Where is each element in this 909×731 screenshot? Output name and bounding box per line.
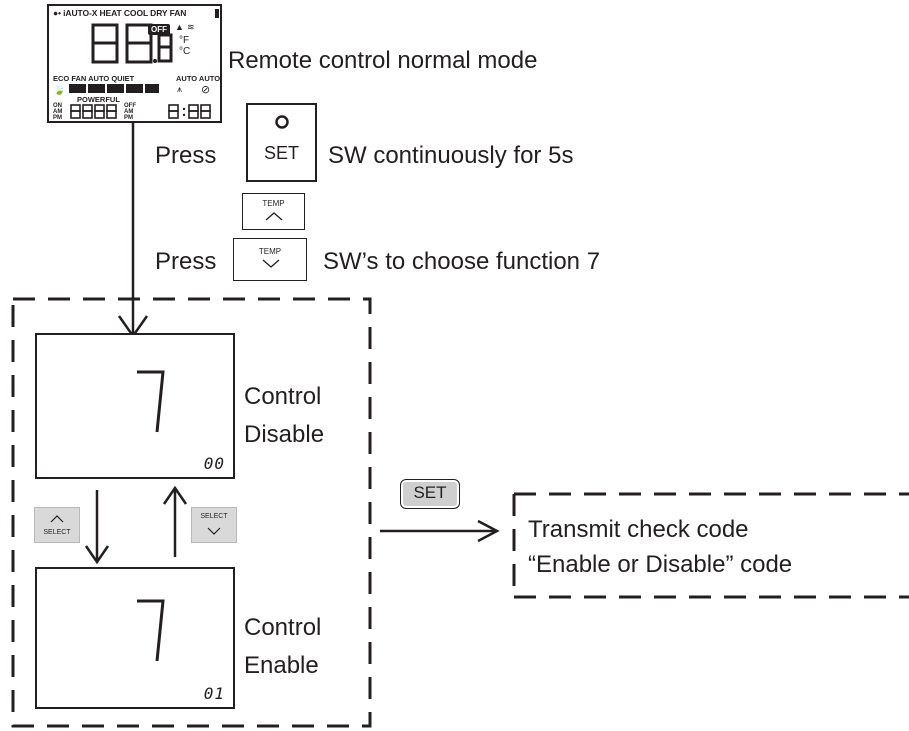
select-down-label: SELECT <box>200 513 228 520</box>
select-up-button[interactable]: SELECT <box>34 507 80 543</box>
step2-text: SW’s to choose function 7 <box>323 248 601 275</box>
powerful-label: POWERFUL <box>77 95 120 104</box>
transmit-line-2: “Enable or Disable” code <box>528 551 793 578</box>
remote-mode-label: Remote control normal mode <box>228 47 538 74</box>
louver-icon: ⩚ <box>177 84 183 94</box>
temp-down-label: TEMP <box>258 247 282 256</box>
timer-digits <box>70 104 211 119</box>
unit-c: °C <box>179 46 191 57</box>
svg-text:🍃: 🍃 <box>53 83 65 95</box>
chevron-up-icon <box>50 515 64 523</box>
step1-text: SW continuously for 5s <box>328 142 574 169</box>
panel-enable: 01 <box>35 567 235 709</box>
transmit-arrow-head <box>477 519 500 543</box>
panel-enable-label-2: Enable <box>244 652 319 679</box>
swing-auto-icon: ⊘ <box>201 84 211 96</box>
fan-row-label: ECO FAN AUTO QUIET <box>53 74 135 83</box>
auto-row-label: AUTO AUTO <box>176 74 221 83</box>
set-button-label: SET <box>263 143 299 163</box>
panel-disable-label-2: Disable <box>244 421 325 448</box>
panel-disable: 00 <box>35 333 235 479</box>
step2-press-label: Press <box>155 248 217 275</box>
off-badge: OFF <box>148 24 170 35</box>
arrow-up-head <box>162 485 188 505</box>
transmit-set-button[interactable]: SET <box>400 479 460 509</box>
swing-icon: ▲ <box>175 22 184 32</box>
unit-f: °F <box>179 35 190 46</box>
set-indicator-icon <box>275 115 289 129</box>
remote-display: ●• iAUTO-X HEAT COOL DRY FAN OFF ▲ ≋ °F … <box>47 4 222 123</box>
transmit-line-1: Transmit check code <box>528 516 749 543</box>
panel-enable-label-1: Control <box>244 614 322 641</box>
battery-icon <box>215 9 219 18</box>
transmit-set-label: SET <box>413 483 447 502</box>
temp-up-button[interactable]: TEMP <box>242 193 305 230</box>
panel-enable-digit <box>137 599 165 662</box>
panel-disable-label-1: Control <box>244 383 322 410</box>
remote-mode-bar: ●• iAUTO-X HEAT COOL DRY FAN <box>53 8 187 18</box>
temp-down-button[interactable]: TEMP <box>233 238 307 281</box>
select-up-label: SELECT <box>43 529 71 536</box>
panel-disable-code: 00 <box>203 454 225 473</box>
panel-disable-digit <box>137 370 165 433</box>
temp-up-label: TEMP <box>262 199 285 208</box>
step1-press-label: Press <box>155 142 217 169</box>
select-down-button[interactable]: SELECT <box>191 507 237 543</box>
chevron-down-icon <box>262 259 280 268</box>
panel-enable-code: 01 <box>203 684 225 703</box>
fan-speed-bars: 🍃 <box>53 83 159 95</box>
chevron-down-icon <box>207 527 221 535</box>
chevron-up-icon <box>265 212 283 221</box>
wifi-icon: ≋ <box>187 22 195 32</box>
set-button[interactable]: SET <box>246 103 317 182</box>
function-dashed-box <box>11 297 372 728</box>
arrow-down-head <box>84 545 110 565</box>
